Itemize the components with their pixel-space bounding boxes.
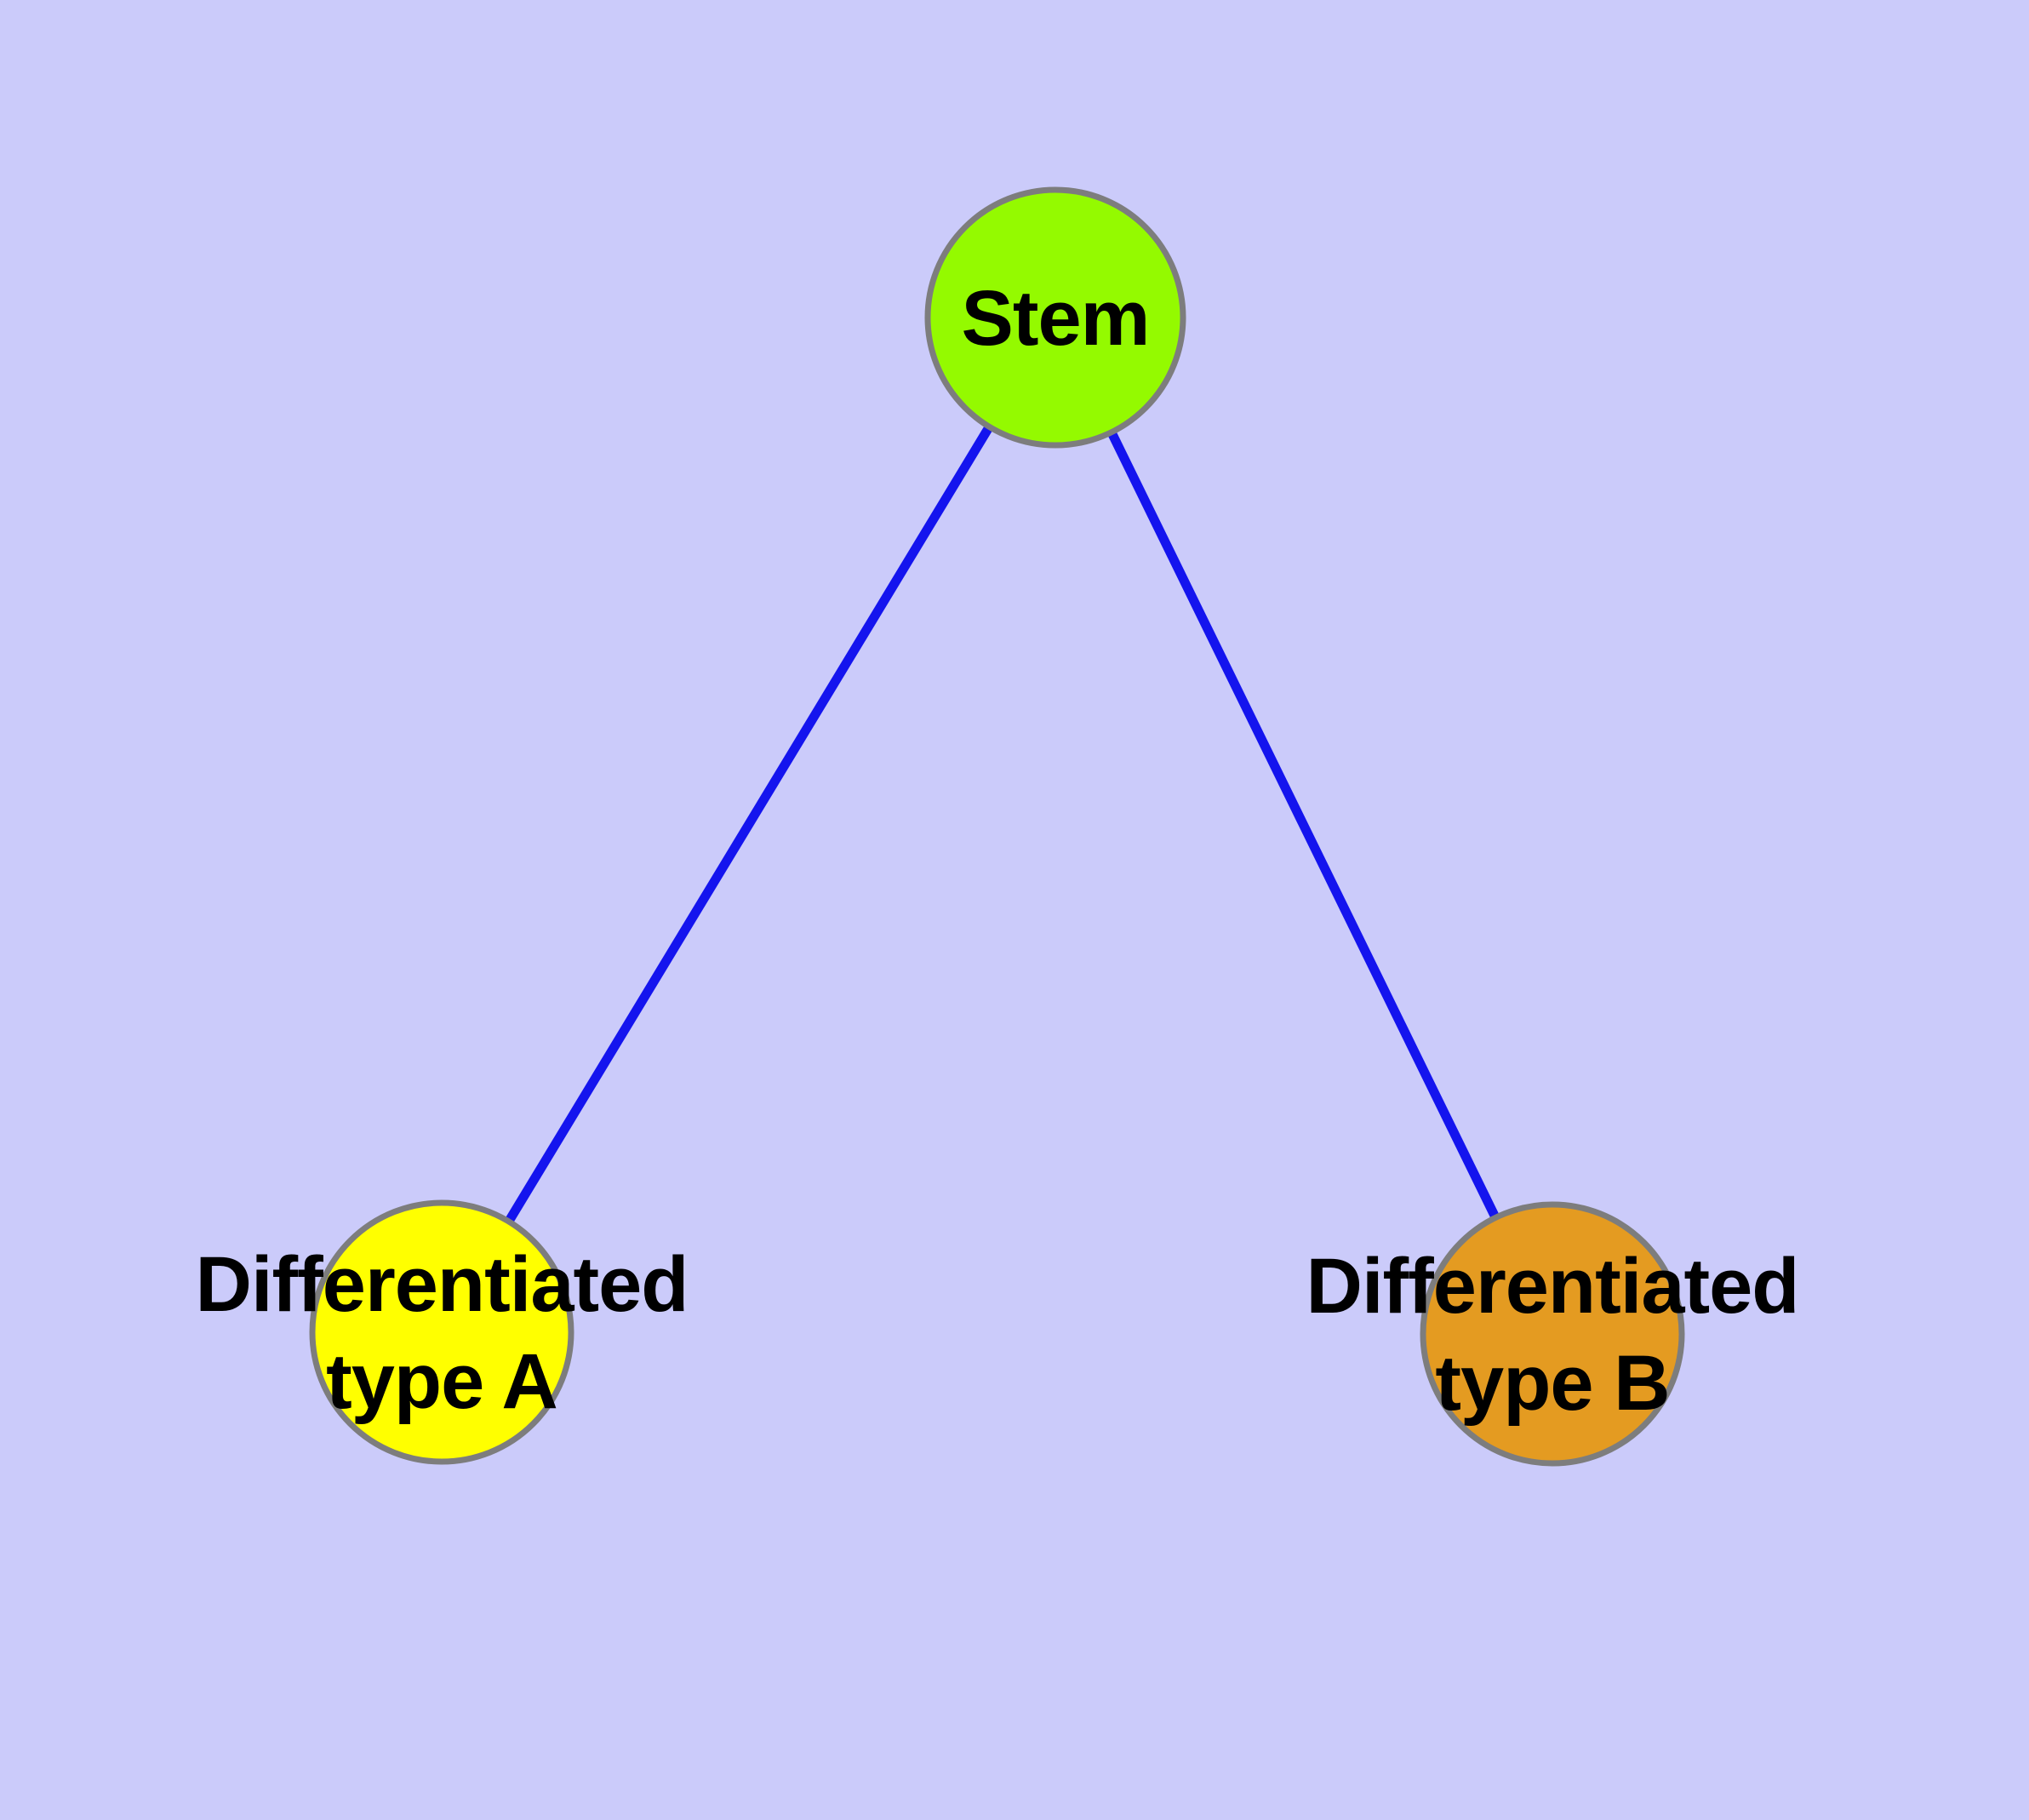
edge-stem-to-type-a — [437, 315, 1060, 1335]
node-differentiated-type-a — [309, 1199, 574, 1465]
edge-stem-to-type-b — [1051, 315, 1557, 1336]
node-stem — [924, 186, 1186, 449]
node-differentiated-type-b — [1420, 1201, 1685, 1467]
node-differentiated-type-b-label-line2: type B — [1435, 1340, 1669, 1427]
node-differentiated-type-b-label-line1: Differentiated — [1306, 1243, 1799, 1330]
node-differentiated-type-a-label-line2: type A — [326, 1338, 557, 1425]
node-stem-label: Stem — [962, 275, 1150, 362]
node-differentiated-type-a-label-line1: Differentiated — [196, 1241, 689, 1328]
